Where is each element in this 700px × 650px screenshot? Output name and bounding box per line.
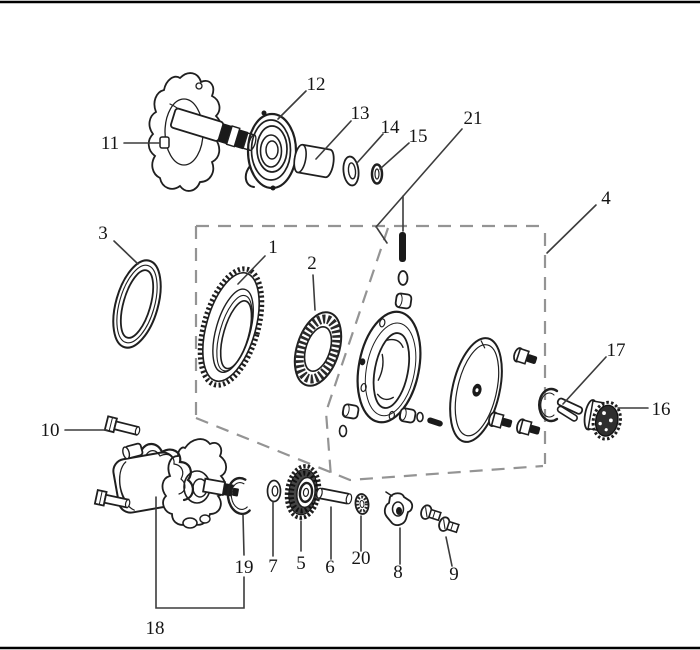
leader-18 <box>155 496 245 609</box>
part-1-ring-gear <box>197 266 265 388</box>
roller-bottom <box>398 407 417 424</box>
bracket-lug <box>159 136 170 149</box>
roller-left <box>341 403 360 420</box>
leader-12 <box>277 90 307 120</box>
leader-13 <box>315 120 352 160</box>
callout-17: 17 <box>607 340 626 361</box>
dashed-assembly-box <box>194 224 547 482</box>
callout-labels: 1 2 3 4 5 6 7 8 9 10 11 12 13 14 15 16 1… <box>41 74 671 639</box>
callout-4: 4 <box>601 188 611 209</box>
callout-12: 12 <box>307 74 326 95</box>
part-9-screw-upper <box>420 504 442 522</box>
leader-2 <box>312 274 316 311</box>
callout-6: 6 <box>325 557 335 578</box>
leader-9 <box>445 536 453 567</box>
part-2-needle-bearing <box>293 311 343 387</box>
callout-20: 20 <box>352 548 371 569</box>
cap-left <box>338 424 348 438</box>
clutch-cover-disc <box>449 337 503 443</box>
callout-2: 2 <box>307 253 317 274</box>
part-3-gasket-ring <box>112 259 162 349</box>
part-20-nut <box>354 493 370 515</box>
leader-3 <box>113 240 139 265</box>
cover-bolt-bottom-left <box>488 411 513 429</box>
part-9-screw-lower <box>438 516 460 534</box>
part-21-spring-and-rollers <box>338 232 443 438</box>
callout-5: 5 <box>296 553 306 574</box>
callout-11: 11 <box>101 133 119 154</box>
leader-21 <box>375 128 463 244</box>
part-18-starter-motor <box>112 438 239 529</box>
callout-14: 14 <box>381 117 401 138</box>
part-16-pinion-gear <box>583 399 622 441</box>
part-10-bolt-lower <box>93 488 131 509</box>
cap-bottom <box>416 411 424 423</box>
callout-1: 1 <box>268 237 278 258</box>
part-13-bushing <box>293 143 335 179</box>
leader-19 <box>242 514 245 556</box>
part-17-pin-and-clip <box>537 387 584 423</box>
callout-19: 19 <box>235 557 254 578</box>
part-7-washer <box>266 479 282 503</box>
clutch-spring <box>399 232 406 262</box>
clutch-housing <box>356 310 422 424</box>
part-12-spiral-spring <box>244 110 298 191</box>
callout-21: 21 <box>464 108 483 129</box>
leader-1 <box>237 255 266 285</box>
part-6-shaft-pin <box>316 487 353 505</box>
roller-top <box>394 292 413 310</box>
callout-18: 18 <box>146 618 165 639</box>
callout-15: 15 <box>409 126 428 147</box>
part-14-washer <box>342 155 360 187</box>
leader-4 <box>546 204 597 254</box>
part-15-o-ring <box>370 163 384 185</box>
cover-bolt-bottom-right <box>516 418 541 436</box>
callout-8: 8 <box>393 562 403 583</box>
callout-3: 3 <box>98 223 108 244</box>
cover-bolt-top <box>513 347 538 365</box>
leader-14 <box>356 133 384 164</box>
callout-9: 9 <box>449 564 459 585</box>
callout-13: 13 <box>351 103 370 124</box>
motor-strap <box>139 442 194 502</box>
leader-lines <box>64 90 649 609</box>
part-19-circlip <box>226 476 251 516</box>
motor-terminal <box>122 442 144 460</box>
leader-17 <box>562 356 607 405</box>
spring-cap-ring <box>397 270 409 286</box>
callout-7: 7 <box>268 556 278 577</box>
black-pin <box>427 417 443 427</box>
part-11-mounting-bracket <box>147 72 257 192</box>
part-10-bolt-upper <box>103 415 141 436</box>
callout-10: 10 <box>41 420 60 441</box>
motor-shaft <box>202 477 239 497</box>
part-8-clamp-bracket <box>383 491 414 526</box>
leader-15 <box>379 142 410 170</box>
callout-16: 16 <box>652 399 671 420</box>
